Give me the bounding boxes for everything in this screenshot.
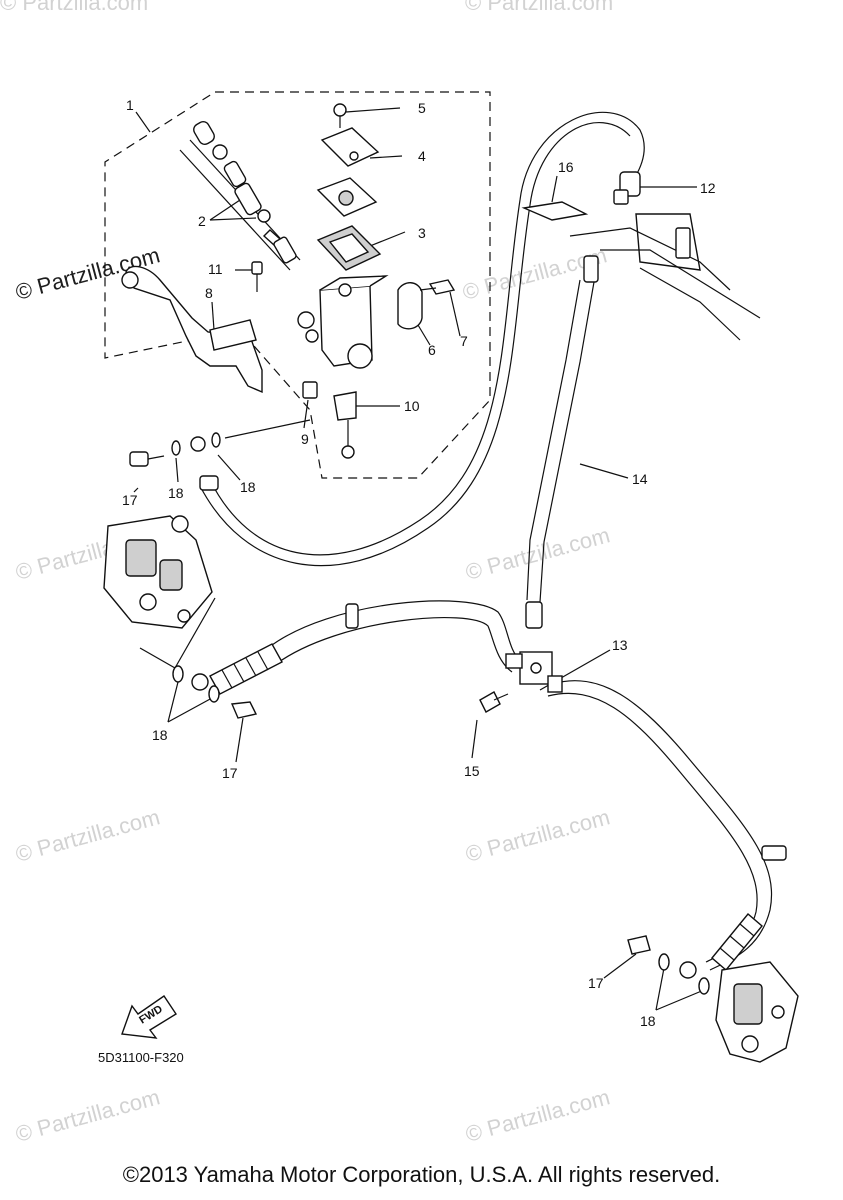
union-bolt xyxy=(230,701,258,719)
brake-hoses xyxy=(199,111,787,971)
watermark: © Partzilla.com xyxy=(0,0,148,15)
screw-5 xyxy=(333,103,347,117)
hose-fitting xyxy=(525,601,543,629)
watermark: © Partzilla.com xyxy=(13,804,163,867)
master-cylinder xyxy=(121,103,456,459)
upper-banjo-fittings xyxy=(129,432,221,467)
copper-washer xyxy=(208,685,220,703)
frame-bracket xyxy=(569,213,761,341)
callout-15: 15 xyxy=(464,763,480,779)
copper-washer xyxy=(658,953,670,971)
lever-nut xyxy=(302,381,318,399)
watermark: © Partzilla.com xyxy=(465,0,613,15)
callout-4: 4 xyxy=(418,148,426,164)
hose-fitting xyxy=(199,475,219,491)
lower-right-banjo-fittings xyxy=(627,935,710,995)
callout-10: 10 xyxy=(404,398,420,414)
leader-lines xyxy=(133,107,705,1011)
brake-hose-joint xyxy=(505,651,563,693)
hose-protector-left xyxy=(209,643,283,695)
holder-bolt xyxy=(428,279,456,295)
copyright-notice: ©2013 Yamaha Motor Corporation, U.S.A. A… xyxy=(122,1162,721,1187)
copper-washer xyxy=(698,977,710,995)
front-brake-switch xyxy=(333,391,357,421)
master-cylinder-holder xyxy=(397,282,423,330)
callout-5: 5 xyxy=(418,100,426,116)
callout-13: 13 xyxy=(612,637,628,653)
callouts: 1 2 3 4 5 6 7 8 9 10 11 12 13 14 15 16 1… xyxy=(122,97,716,1029)
callout-6: 6 xyxy=(428,342,436,358)
callout-9: 9 xyxy=(301,431,309,447)
callout-18: 18 xyxy=(240,479,256,495)
lower-left-banjo-fittings xyxy=(172,665,258,719)
callout-17: 17 xyxy=(122,492,138,508)
upper-right-fittings xyxy=(521,171,641,283)
piston-kit xyxy=(179,120,301,271)
hose-guide-16 xyxy=(521,201,589,221)
callout-18: 18 xyxy=(152,727,168,743)
callout-7: 7 xyxy=(460,333,468,349)
callout-8: 8 xyxy=(205,285,213,301)
callout-12: 12 xyxy=(700,180,716,196)
fwd-arrow: FWD xyxy=(121,995,177,1039)
banjo-fitting xyxy=(679,961,697,979)
banjo-fitting xyxy=(191,673,209,691)
watermark: © Partzilla.com xyxy=(463,1084,613,1147)
callout-1: 1 xyxy=(126,97,134,113)
bolt-15 xyxy=(479,691,509,713)
pivot-bolt xyxy=(251,261,263,275)
watermark: © Partzilla.com xyxy=(463,804,613,867)
left-brake-caliper xyxy=(103,515,213,629)
banjo-fitting xyxy=(190,436,206,452)
hose-clamp xyxy=(345,603,359,629)
callout-18: 18 xyxy=(168,485,184,501)
hose-protector-right xyxy=(711,913,763,971)
callout-2: 2 xyxy=(198,213,206,229)
reservoir-cap xyxy=(320,127,380,167)
copper-washer xyxy=(171,440,181,456)
watermarks: © Partzilla.com © Partzilla.com © Partzi… xyxy=(0,0,613,1147)
callout-14: 14 xyxy=(632,471,648,487)
watermark: © Partzilla.com xyxy=(463,522,613,585)
callout-17: 17 xyxy=(588,975,604,991)
copper-washer xyxy=(211,432,221,448)
hose-fitting xyxy=(583,255,599,283)
callout-18: 18 xyxy=(640,1013,656,1029)
callout-16: 16 xyxy=(558,159,574,175)
callout-17: 17 xyxy=(222,765,238,781)
copper-washer xyxy=(172,665,184,683)
hose-clamp xyxy=(761,845,787,861)
part-code: 5D31100-F320 xyxy=(98,1050,184,1065)
union-bolt xyxy=(627,935,651,955)
callout-3: 3 xyxy=(418,225,426,241)
watermark: © Partzilla.com xyxy=(13,1084,163,1147)
callout-11: 11 xyxy=(208,261,223,277)
right-brake-caliper xyxy=(715,961,799,1063)
master-cylinder-assembly-outline xyxy=(104,91,491,479)
union-bolt xyxy=(129,451,149,467)
brake-lever xyxy=(125,265,263,394)
